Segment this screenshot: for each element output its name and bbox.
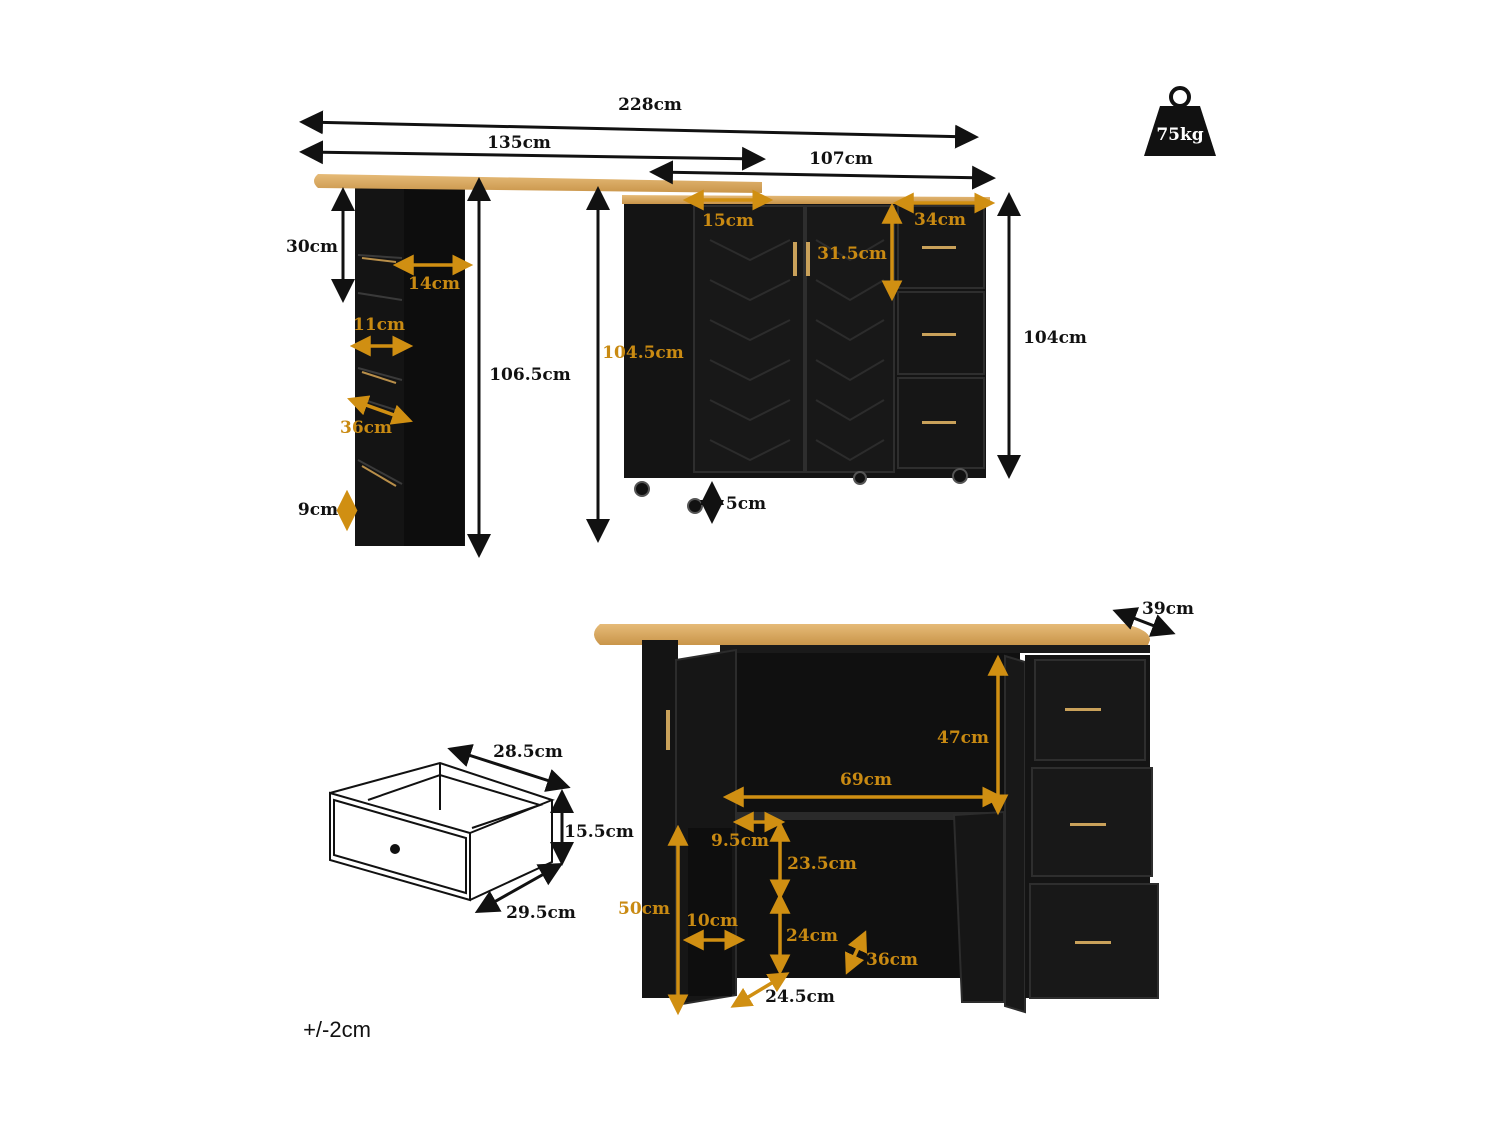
dimension-lines-top xyxy=(299,110,1021,558)
dimension-lines-bottom xyxy=(447,607,1176,913)
tolerance-note: +/-2cm xyxy=(303,1017,371,1042)
accent-dimension-lines-bottom xyxy=(667,654,1009,1016)
dim-wheel-height: 5cm xyxy=(726,494,766,514)
dim-door-shelf-width: 9.5cm xyxy=(711,831,769,851)
weight-label: 75kg xyxy=(1156,125,1203,145)
weight-icon xyxy=(1144,86,1216,156)
dim-shelf-base: 9cm xyxy=(298,500,338,520)
dim-cabinet-length: 107cm xyxy=(809,149,873,169)
dim-drawer-box-width: 28.5cm xyxy=(493,742,563,762)
dim-depth: 39cm xyxy=(1142,599,1194,619)
dim-shelf-depth-inner: 14cm xyxy=(408,274,460,294)
dim-door-shelf-gap-lower: 24cm xyxy=(786,926,838,946)
dim-inner-depth: 36cm xyxy=(866,950,918,970)
dim-drawer-area-width: 15cm xyxy=(702,211,754,231)
dim-door-width: 24.5cm xyxy=(765,987,835,1007)
drawer-box-illustration xyxy=(329,761,555,902)
cabinet-tabletop xyxy=(594,624,1150,645)
dim-inner-height-upper: 47cm xyxy=(937,728,989,748)
open-cabinet-illustration xyxy=(594,624,1159,1014)
extended-island-illustration xyxy=(314,174,990,546)
dim-inner-width: 69cm xyxy=(840,770,892,790)
dim-drawer-height: 31.5cm xyxy=(817,244,887,264)
dim-door-height: 50cm xyxy=(618,899,670,919)
dim-total-height: 104cm xyxy=(1023,328,1087,348)
dim-door-shelf-gap-upper: 23.5cm xyxy=(787,854,857,874)
right-door xyxy=(1004,654,1026,1014)
dim-total-length: 228cm xyxy=(618,95,682,115)
dim-shelf-gap-top: 30cm xyxy=(286,237,338,257)
dim-shelf-width-inner: 11cm xyxy=(353,315,405,335)
accent-dimension-lines-top xyxy=(336,189,996,532)
dim-drawer-width: 34cm xyxy=(914,210,966,230)
dim-bar-length: 135cm xyxy=(487,133,551,153)
dim-cabinet-body-height: 104.5cm xyxy=(602,343,684,363)
dim-bar-height: 106.5cm xyxy=(489,365,571,385)
dim-drawer-box-depth: 29.5cm xyxy=(506,903,576,923)
dim-drawer-box-height: 15.5cm xyxy=(564,822,634,842)
dim-shelf-length: 36cm xyxy=(340,418,392,438)
dim-door-shelf-depth: 10cm xyxy=(686,911,738,931)
